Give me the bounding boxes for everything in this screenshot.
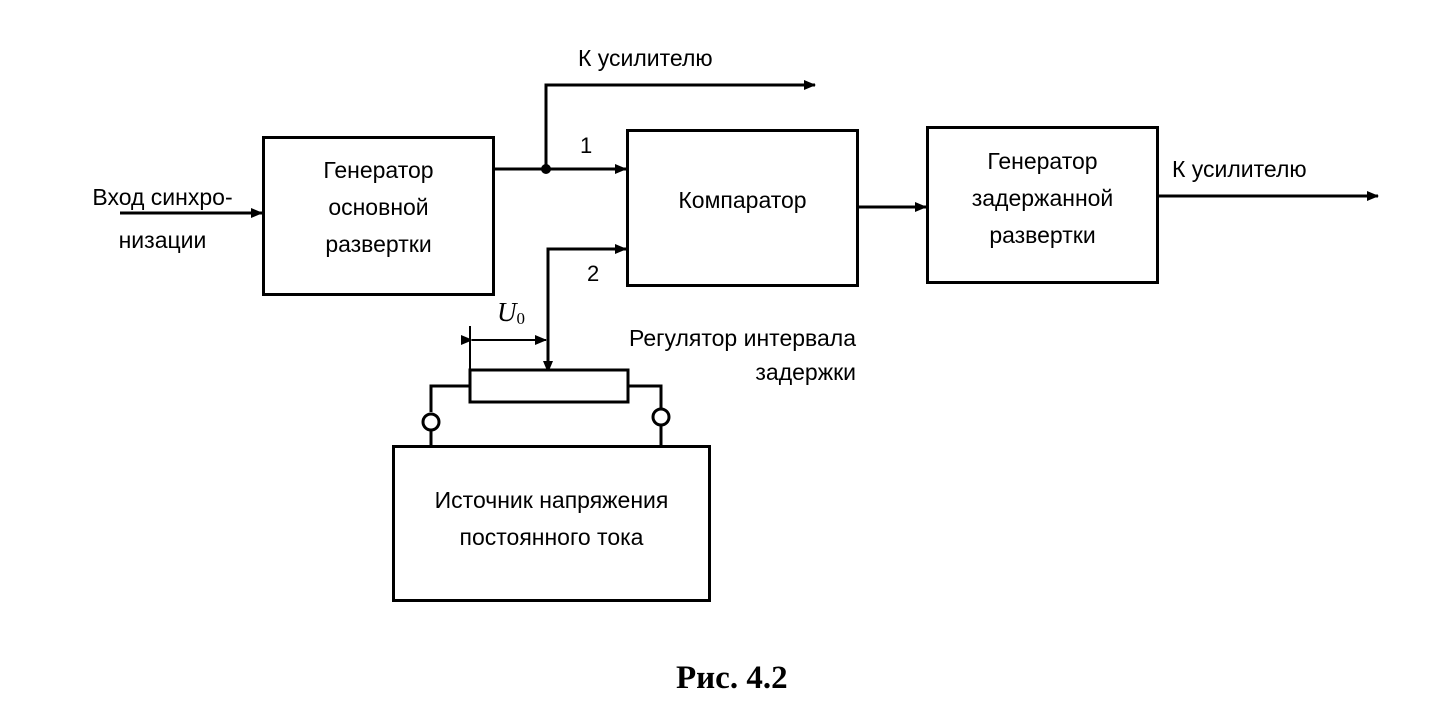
u0-subscript: 0	[516, 309, 526, 328]
main-sweep-generator-block[interactable]	[262, 136, 495, 296]
potentiometer-left-lead	[429, 384, 470, 412]
terminal-left	[421, 412, 441, 432]
u0-symbol: U	[497, 297, 517, 327]
comparator-input-1-label: 1	[580, 133, 593, 158]
main-sweep-generator-label: Генератор основной развертки	[323, 157, 434, 257]
delayed-sweep-generator-label: Генератор задержанной развертки	[971, 148, 1114, 248]
comparator-block[interactable]	[626, 129, 859, 287]
to-amplifier-top-label: К усилителю	[578, 45, 713, 71]
u0-voltage-label: U0	[497, 297, 525, 329]
dc-source-label: Источник напряжения постоянного тока	[434, 487, 669, 550]
sync-input-label: Вход синхро- низации	[92, 184, 233, 253]
delayed-sweep-generator-block[interactable]	[926, 126, 1159, 284]
terminal-right	[651, 407, 671, 427]
dc-source-block[interactable]	[392, 445, 711, 602]
junction-dot	[541, 164, 551, 174]
comparator-label: Компаратор	[678, 187, 807, 213]
potentiometer-right-lead	[628, 384, 663, 410]
comparator-input-2-label: 2	[587, 261, 600, 286]
figure-caption: Рис. 4.2	[676, 660, 788, 696]
branch-to-amplifier-top-wire	[544, 80, 816, 169]
to-amplifier-right-label: К усилителю	[1172, 156, 1307, 182]
delay-regulator-label: Регулятор интервала задержки	[628, 325, 856, 385]
